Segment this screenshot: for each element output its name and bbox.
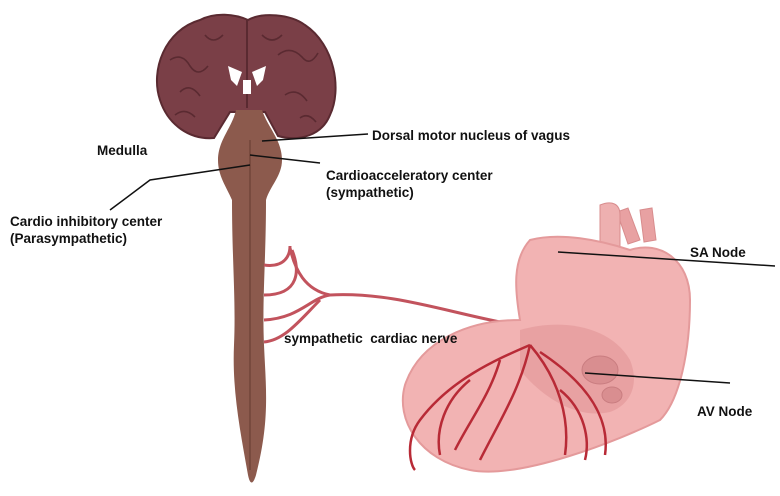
label-av-node: AV Node	[697, 404, 752, 420]
label-cardioacceleratory-sympathetic: (sympathetic)	[326, 185, 414, 201]
sympathetic-nerve	[264, 246, 500, 342]
label-dorsal-motor-nucleus: Dorsal motor nucleus of vagus	[372, 128, 570, 144]
label-cardioacceleratory-center: Cardioacceleratory center	[326, 168, 493, 184]
label-sa-node: SA Node	[690, 245, 746, 261]
label-cardioinhibitory-center: Cardio inhibitory center	[10, 214, 162, 230]
spinal-cord	[218, 110, 282, 483]
label-cardioinhibitory-parasympathetic: (Parasympathetic)	[10, 231, 127, 247]
label-sympathetic-cardiac-nerve-text: sympathetic cardiac nerve	[284, 331, 457, 346]
label-medulla: Medulla	[97, 143, 147, 159]
label-sympathetic-cardiac-nerve: sympathetic cardiac nerve	[284, 331, 457, 347]
